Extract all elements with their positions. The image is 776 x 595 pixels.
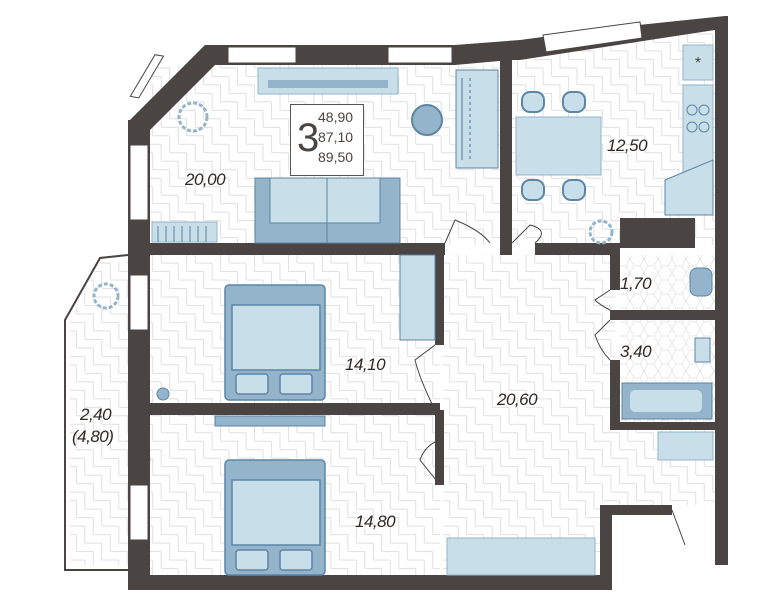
room-area-bedroom-1: 14,10 [345,355,386,374]
living-area: 48,90 [318,109,354,125]
room-area-kitchen: 12,50 [607,136,648,155]
total-area-with-balcony: 89,50 [318,149,354,165]
room-area-balcony-full: (4,80) [72,427,114,446]
windows [129,21,643,541]
doors [127,219,686,546]
rooms-count: 3 [297,116,320,160]
room-area-balcony: 2,40 [80,405,112,424]
room-area-hall: 20,60 [497,390,538,409]
apartment-summary-box: 3 48,90 87,10 89,50 [290,104,364,176]
walls [128,16,728,590]
room-area-bedroom-2: 14,80 [355,512,396,531]
svg-text:*: * [695,55,701,72]
room-area-living: 20,00 [185,170,226,189]
balcony-outline [64,254,129,571]
furniture: * [92,44,714,576]
room-area-toilet: 1,70 [620,274,652,293]
total-area: 87,10 [318,129,354,145]
room-area-bathroom: 3,40 [620,342,652,361]
